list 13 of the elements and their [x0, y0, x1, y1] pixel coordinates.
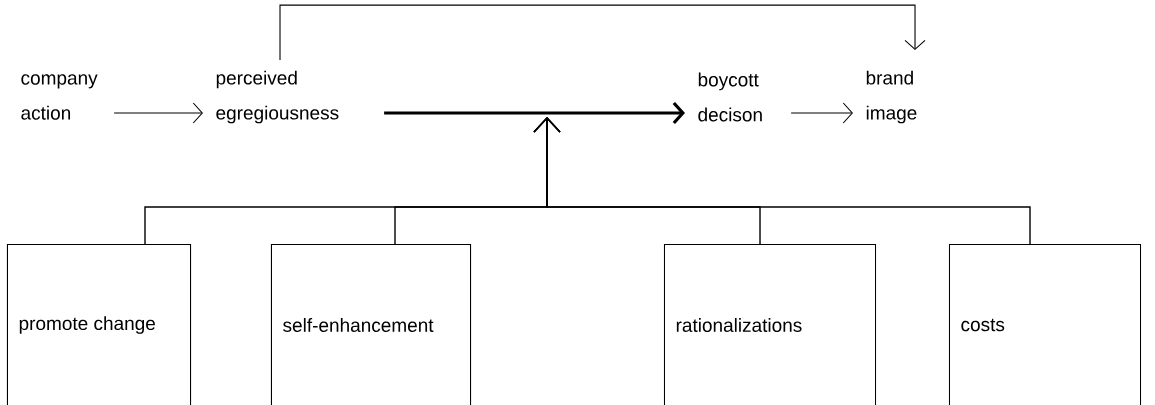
- factor-box: rationalizations: [663, 243, 877, 405]
- arrow: [790, 102, 853, 124]
- node-label: perceived egregiousness: [216, 70, 339, 124]
- factor-box: self-enhancement: [270, 243, 472, 405]
- arrow: [113, 102, 203, 124]
- factor-box: promote change: [6, 243, 192, 405]
- node-label: boycott decison: [698, 72, 762, 122]
- arrow: [279, 4, 926, 61]
- factor-box: costs: [948, 243, 1142, 405]
- bracket-arrow: [533, 117, 1031, 246]
- arrow: [384, 101, 685, 125]
- node-label: brand image: [866, 70, 917, 124]
- node-label: company action: [21, 74, 98, 120]
